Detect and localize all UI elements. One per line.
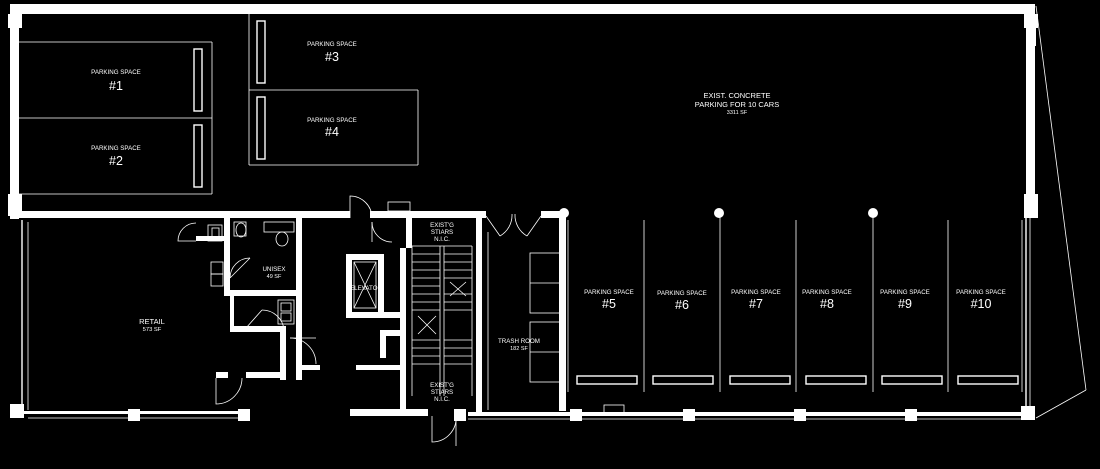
stairs-lower-line-3: N.I.C. [434, 396, 450, 403]
parking-space-4: PARKING SPACE #4 [307, 117, 357, 139]
stairs-upper-line-1: EXIST'G [430, 222, 454, 229]
parking-10-label: PARKING SPACE [956, 289, 1006, 296]
stairs-upper: EXIST'G STIARS N.I.C. [430, 222, 454, 243]
concrete-line-2: PARKING FOR 10 CARS [695, 100, 779, 109]
parking-7-label: PARKING SPACE [731, 289, 781, 296]
upper-stall-lines [19, 14, 419, 195]
elevator-stair-walls [346, 195, 482, 446]
elevator-room: ELEVATOR [350, 285, 383, 292]
parking-8-label: PARKING SPACE [802, 289, 852, 296]
parking-4-number: #4 [325, 125, 339, 139]
trash-name: TRASH ROOM [498, 338, 540, 345]
trash-area: 182 SF [510, 346, 528, 352]
parking-3-label: PARKING SPACE [307, 41, 357, 48]
parking-space-5: PARKING SPACE #5 [584, 289, 634, 311]
parking-space-6: PARKING SPACE #6 [657, 290, 707, 312]
parking-space-2: PARKING SPACE #2 [91, 145, 141, 168]
parking-9-label: PARKING SPACE [880, 289, 930, 296]
concrete-line-1: EXIST. CONCRETE [703, 91, 770, 100]
parking-4-label: PARKING SPACE [307, 117, 357, 124]
concrete-parking-label: EXIST. CONCRETE PARKING FOR 10 CARS 3311… [695, 91, 779, 116]
parking-space-1: PARKING SPACE #1 [91, 69, 141, 93]
stairs-lower-line-2: STIARS [431, 389, 453, 396]
parking-2-number: #2 [109, 154, 123, 168]
stairs-upper-line-3: N.I.C. [434, 236, 450, 243]
retail-area: 573 SF [143, 327, 162, 333]
parking-3-number: #3 [325, 50, 339, 64]
stairs-lower: EXIST'G STIARS N.I.C. [430, 382, 454, 403]
concrete-area: 3311 SF [727, 110, 748, 116]
unisex-name: UNISEX [262, 266, 285, 273]
parking-2-label: PARKING SPACE [91, 145, 141, 152]
parking-7-number: #7 [749, 297, 763, 311]
stairs-upper-line-2: STIARS [431, 229, 453, 236]
parking-9-number: #9 [898, 297, 912, 311]
trash-room-walls [485, 211, 566, 411]
parking-space-7: PARKING SPACE #7 [731, 289, 781, 311]
stairs-lower-line-1: EXIST'G [430, 382, 454, 389]
retail-name: RETAIL [139, 317, 165, 326]
parking-1-number: #1 [109, 79, 123, 93]
retail-room: RETAIL 573 SF [139, 317, 165, 333]
parking-8-number: #8 [820, 297, 834, 311]
parking-6-label: PARKING SPACE [657, 290, 707, 297]
parking-space-3: PARKING SPACE #3 [307, 41, 357, 64]
exterior-walls [8, 4, 1087, 421]
lower-stall-lines [559, 208, 1023, 392]
parking-space-8: PARKING SPACE #8 [802, 289, 852, 311]
parking-10-number: #10 [971, 297, 992, 311]
trash-room: TRASH ROOM 182 SF [498, 338, 540, 352]
parking-5-label: PARKING SPACE [584, 289, 634, 296]
parking-space-9: PARKING SPACE #9 [880, 289, 930, 311]
parking-5-number: #5 [602, 297, 616, 311]
elevator-name: ELEVATOR [350, 285, 383, 292]
parking-space-10: PARKING SPACE #10 [956, 289, 1006, 311]
retail-walls [177, 218, 401, 405]
parking-6-number: #6 [675, 298, 689, 312]
unisex-room: UNISEX 49 SF [262, 266, 285, 280]
unisex-area: 49 SF [267, 274, 282, 280]
parking-1-label: PARKING SPACE [91, 69, 141, 76]
